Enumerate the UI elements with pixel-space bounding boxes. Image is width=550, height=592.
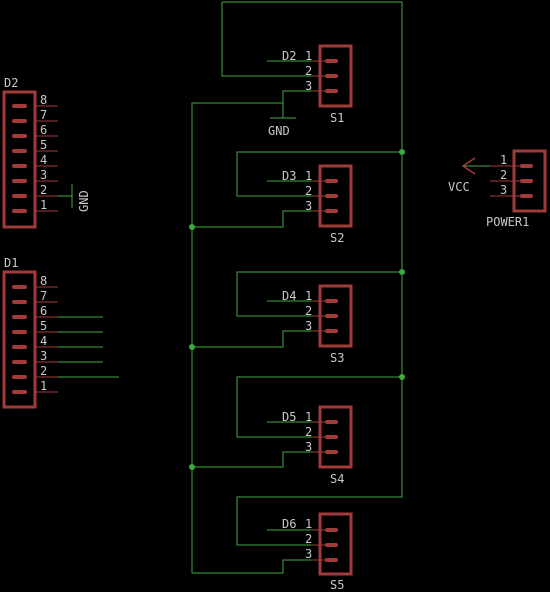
connector-ref-label: D2 (4, 76, 18, 90)
pin-number: 5 (40, 319, 47, 333)
wires (58, 1, 527, 574)
pin-number: 3 (40, 168, 47, 182)
d2-gnd-label: GND (77, 190, 91, 212)
switch-ref-label: S4 (330, 472, 344, 486)
power-ref-label: POWER1 (486, 215, 529, 229)
connector-ref-label: D1 (4, 256, 18, 270)
pin-number: 1 (305, 410, 312, 424)
pin-number: 1 (305, 517, 312, 531)
junction-dot (189, 344, 195, 350)
pin-number: 3 (305, 440, 312, 454)
pin-number: 3 (500, 183, 507, 197)
switch-ref-label: S5 (330, 578, 344, 592)
power-connector[interactable]: 1 2 3 POWER1 VCC (448, 149, 547, 229)
s4-pin2-wire (236, 376, 402, 438)
junction-dot (399, 374, 405, 380)
pin-number: 1 (305, 49, 312, 63)
switch-ref-label: S1 (330, 111, 344, 125)
pin-number: 1 (500, 153, 507, 167)
switch-net-label: D2 (282, 49, 296, 63)
pin-number: 4 (40, 153, 47, 167)
pin-number: 8 (40, 93, 47, 107)
switch-net-label: D4 (282, 289, 296, 303)
pin-number: 3 (305, 319, 312, 333)
junction-dot (399, 269, 405, 275)
s1-gnd-label: GND (268, 124, 290, 138)
pin-number: 5 (40, 138, 47, 152)
pin-number: 3 (305, 547, 312, 561)
switch-ref-label: S3 (330, 351, 344, 365)
vcc-rail-wire (222, 1, 403, 546)
vcc-arrow-symbol (461, 157, 476, 175)
pin-number: 3 (305, 79, 312, 93)
switch-net-label: D3 (282, 169, 296, 183)
connector-body (2, 90, 37, 229)
left-bus-wire (191, 90, 311, 573)
pin-number: 1 (40, 198, 47, 212)
switch-s4[interactable]: D5 1 2 3 S4 (282, 405, 353, 486)
connector-d2[interactable]: D2 8 7 6 5 4 3 2 1 GND (2, 76, 91, 229)
switch-s1[interactable]: D2 1 2 3 S1 GND (268, 44, 353, 138)
s3-pin3-wire (192, 330, 311, 348)
pin-number: 1 (305, 169, 312, 183)
connector-d1[interactable]: D1 8 7 6 5 4 3 2 1 (2, 256, 58, 409)
switch-body (318, 512, 353, 576)
s3-pin2-wire (236, 271, 402, 317)
pin-number: 2 (40, 364, 47, 378)
vcc-label: VCC (448, 180, 470, 194)
pin-number: 1 (305, 289, 312, 303)
pin-number: 6 (40, 304, 47, 318)
pin-number: 4 (40, 334, 47, 348)
s5-pin3-wire (192, 559, 311, 574)
pin-number: 2 (305, 532, 312, 546)
pin-number: 1 (40, 379, 47, 393)
switch-net-label: D5 (282, 410, 296, 424)
pin-number: 2 (500, 168, 507, 182)
switch-net-label: D6 (282, 517, 296, 531)
junctions (189, 149, 405, 470)
pin-number: 2 (305, 304, 312, 318)
s1-pin1-wire (221, 2, 311, 77)
switch-ref-label: S2 (330, 231, 344, 245)
pin-number: 8 (40, 274, 47, 288)
switch-s3[interactable]: D4 1 2 3 S3 (282, 284, 353, 365)
junction-dot (189, 224, 195, 230)
pin-number: 2 (40, 183, 47, 197)
pin-number: 2 (305, 64, 312, 78)
junction-dot (189, 464, 195, 470)
pin-number: 2 (305, 184, 312, 198)
connector-body (2, 270, 37, 409)
switch-s2[interactable]: D3 1 2 3 S2 (282, 164, 353, 245)
pin-number: 3 (305, 199, 312, 213)
pin-number: 3 (40, 349, 47, 363)
pin-number: 6 (40, 123, 47, 137)
s4-pin3-wire (192, 451, 311, 468)
pin-number: 7 (40, 289, 47, 303)
pin-number: 2 (305, 425, 312, 439)
s2-pin3-wire (192, 210, 311, 228)
junction-dot (399, 149, 405, 155)
pin-number: 7 (40, 108, 47, 122)
s2-pin2-wire (236, 151, 402, 197)
switch-s5[interactable]: D6 1 2 3 S5 (282, 512, 353, 592)
